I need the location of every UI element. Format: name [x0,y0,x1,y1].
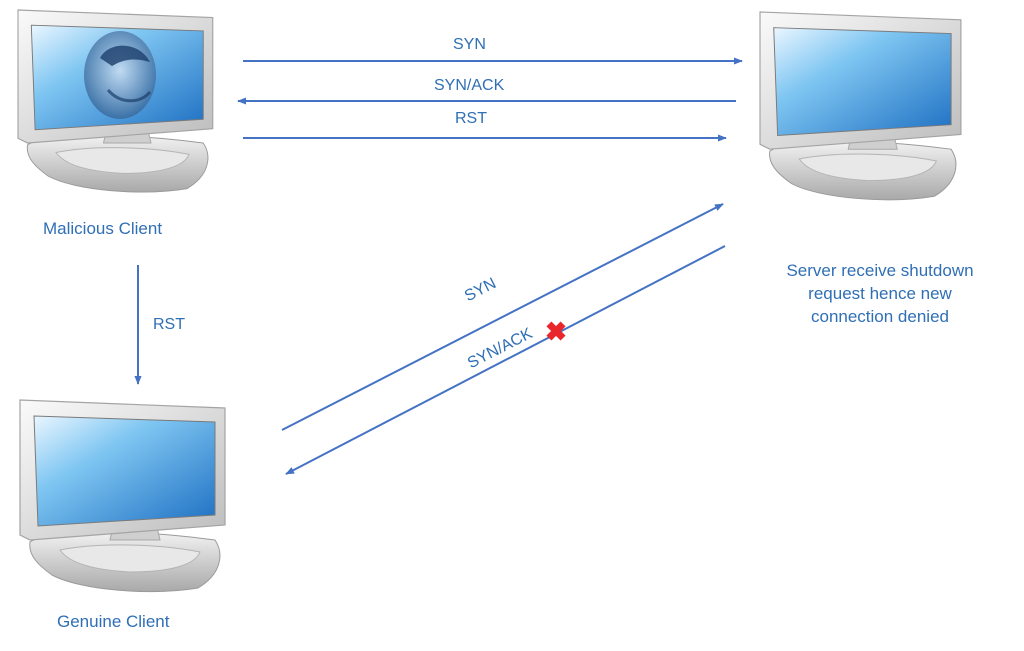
genuine-client-computer-icon [19,399,226,593]
malicious-client-label: Malicious Client [43,219,163,238]
hacker-face-icon [84,31,156,119]
arrow-gen-synack [285,245,726,475]
malicious-client-computer-icon [17,9,214,193]
msg-mal-syn-label: SYN [453,36,486,53]
genuine-client-label: Genuine Client [57,612,170,631]
msg-mal-rst-label: RST [455,110,487,127]
blocked-cross-icon [546,321,566,341]
msg-mal-synack-label: SYN/ACK [434,77,505,94]
server-caption: Server receive shutdown request hence ne… [770,259,990,328]
arrow-gen-syn [281,203,724,431]
server-computer-icon [759,11,962,201]
msg-client-rst-label: RST [153,316,185,333]
server-caption-line-2: request hence new [808,284,952,303]
server-caption-line-1: Server receive shutdown [786,261,974,280]
server-caption-line-3: connection denied [810,307,949,326]
